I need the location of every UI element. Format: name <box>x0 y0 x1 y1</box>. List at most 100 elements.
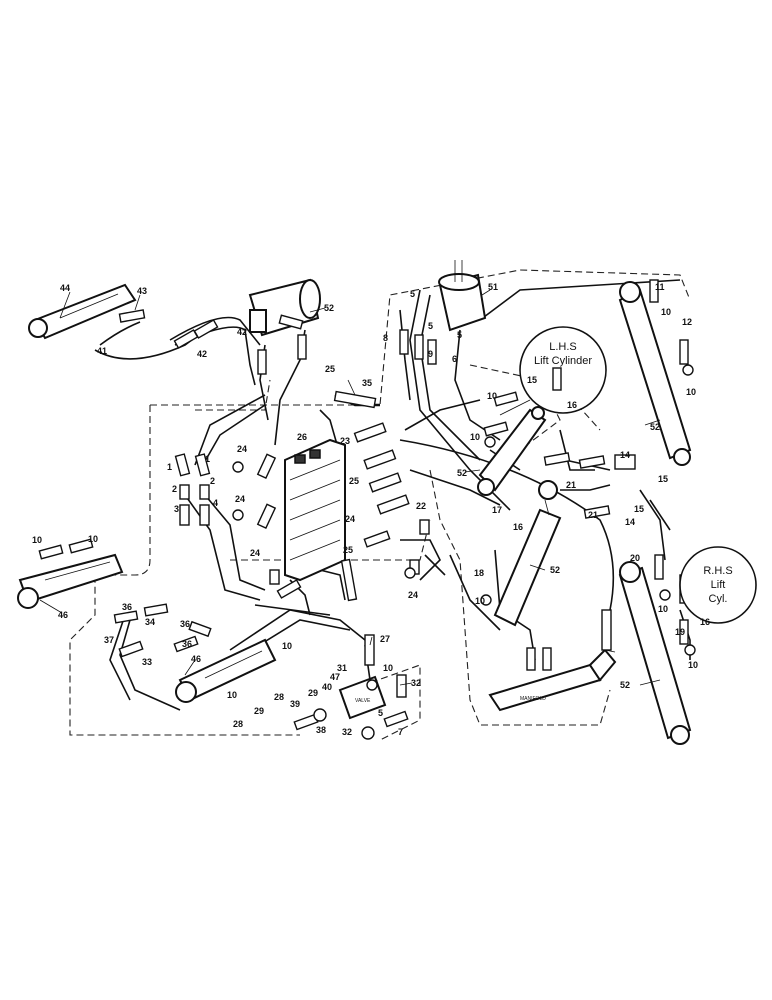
manifold-label: MANIFOLD <box>520 696 546 702</box>
callout-35: 35 <box>362 378 372 388</box>
callout-21-b: 21 <box>588 510 598 520</box>
callout-22: 22 <box>416 501 426 511</box>
callout-12: 12 <box>682 317 692 327</box>
valve-46 <box>338 675 387 720</box>
callout-5-a: 5 <box>410 289 415 299</box>
callout-45-b: 46 <box>191 654 201 664</box>
auxiliary-cylinder-44 <box>28 283 137 340</box>
callout-34: 34 <box>145 617 155 627</box>
callout-24-c: 24 <box>250 548 260 558</box>
callout-5-b: 5 <box>428 321 433 331</box>
callout-46: 47 <box>330 672 340 682</box>
callout-42-b: 42 <box>197 349 207 359</box>
callout-1-b: 1 <box>205 454 210 464</box>
callout-7: 7 <box>398 727 403 737</box>
callout-36-c: 36 <box>182 639 192 649</box>
callout-24-d: 24 <box>345 514 355 524</box>
callout-50: 52 <box>324 303 334 313</box>
callout-44: 44 <box>60 283 70 293</box>
lift-cylinder-48-lower <box>618 561 692 745</box>
callout-16-b: 16 <box>567 400 577 410</box>
callout-9: 9 <box>428 349 433 359</box>
callout-36-b: 36 <box>180 619 190 629</box>
callout-23: 23 <box>340 436 350 446</box>
callout-24-b: 24 <box>235 494 245 504</box>
callout-10-c: 10 <box>661 307 671 317</box>
manifold-tube <box>488 648 617 712</box>
valve-label: VALVE <box>355 698 371 704</box>
callout-14-b: 14 <box>625 517 635 527</box>
rhs-lift-cylinder-callout: R.H.S Lift Cyl. <box>679 546 757 624</box>
callout-36-a: 36 <box>122 602 132 612</box>
callout-10-k: 10 <box>227 690 237 700</box>
callout-11: 11 <box>655 282 665 292</box>
callout-24-a: 24 <box>237 444 247 454</box>
motor-47 <box>438 260 487 332</box>
callout-47: 51 <box>488 282 498 292</box>
rhs-label-line3: Cyl. <box>709 593 728 605</box>
callout-3: 3 <box>174 504 179 514</box>
callout-10-j: 10 <box>282 641 292 651</box>
lhs-label-line2: Lift Cylinder <box>534 355 592 367</box>
callout-10-g: 10 <box>475 596 485 606</box>
callout-28-a: 28 <box>274 692 284 702</box>
callout-4: 4 <box>213 498 218 508</box>
callout-43: 43 <box>137 286 147 296</box>
callout-5-c: 5 <box>457 330 462 340</box>
callout-27: 27 <box>380 634 390 644</box>
rhs-label-line2: Lift <box>711 579 726 591</box>
callout-37: 37 <box>104 635 114 645</box>
callout-39: 39 <box>290 699 300 709</box>
callout-15-a: 15 <box>527 375 537 385</box>
callout-15-c: 15 <box>634 504 644 514</box>
callout-leaders <box>39 289 661 686</box>
callout-10-b: 10 <box>470 432 480 442</box>
pump-50 <box>248 278 321 337</box>
callout-17: 17 <box>492 505 502 515</box>
callout-41-a: 41 <box>97 346 107 356</box>
callout-28-b: 28 <box>233 719 243 729</box>
callout-33: 33 <box>142 657 152 667</box>
callout-19: 19 <box>675 627 685 637</box>
auxiliary-cylinder-45-center <box>175 638 277 703</box>
callout-10-i: 10 <box>88 534 98 544</box>
lhs-label-line1: L.H.S <box>549 341 577 353</box>
callout-48-b: 52 <box>620 680 630 690</box>
callout-45-a: 46 <box>58 610 68 620</box>
callout-1-a: 1 <box>167 462 172 472</box>
callout-2-a: 2 <box>172 484 177 494</box>
callout-20: 20 <box>630 553 640 563</box>
callout-6: 6 <box>452 354 457 364</box>
callout-5-d: 5 <box>378 708 383 718</box>
callout-31: 32 <box>342 727 352 737</box>
callout-16-a: 16 <box>513 522 523 532</box>
callout-40: 40 <box>322 682 332 692</box>
callout-10-d: 10 <box>686 387 696 397</box>
callout-29-a: 29 <box>254 706 264 716</box>
lift-cylinder-51 <box>493 480 562 627</box>
callout-18: 18 <box>474 568 484 578</box>
lhs-lift-cylinder-callout: L.H.S Lift Cylinder <box>499 326 607 416</box>
control-valve-bank-26 <box>284 438 346 582</box>
lift-cylinder-48-upper <box>618 281 692 466</box>
callout-8: 8 <box>383 333 388 343</box>
callout-15-b: 15 <box>658 474 668 484</box>
callout-29-b: 29 <box>308 688 318 698</box>
lhs-lift-cylinder-49 <box>477 406 547 496</box>
callout-10-h: 10 <box>32 535 42 545</box>
callout-10-e: 10 <box>658 604 668 614</box>
callout-10-f: 10 <box>688 660 698 670</box>
callout-32: 32 <box>411 678 421 688</box>
callout-30: 31 <box>337 663 347 673</box>
callout-14-a: 14 <box>620 450 630 460</box>
callout-10-a: 10 <box>487 391 497 401</box>
callout-25-b: 25 <box>349 476 359 486</box>
rhs-label-line1: R.H.S <box>703 565 732 577</box>
callout-25-c: 25 <box>343 545 353 555</box>
callout-2-b: 2 <box>210 476 215 486</box>
callout-51: 52 <box>550 565 560 575</box>
auxiliary-cylinder-45-left <box>17 553 124 609</box>
callout-48-a: 52 <box>650 422 660 432</box>
callout-38: 38 <box>316 725 326 735</box>
